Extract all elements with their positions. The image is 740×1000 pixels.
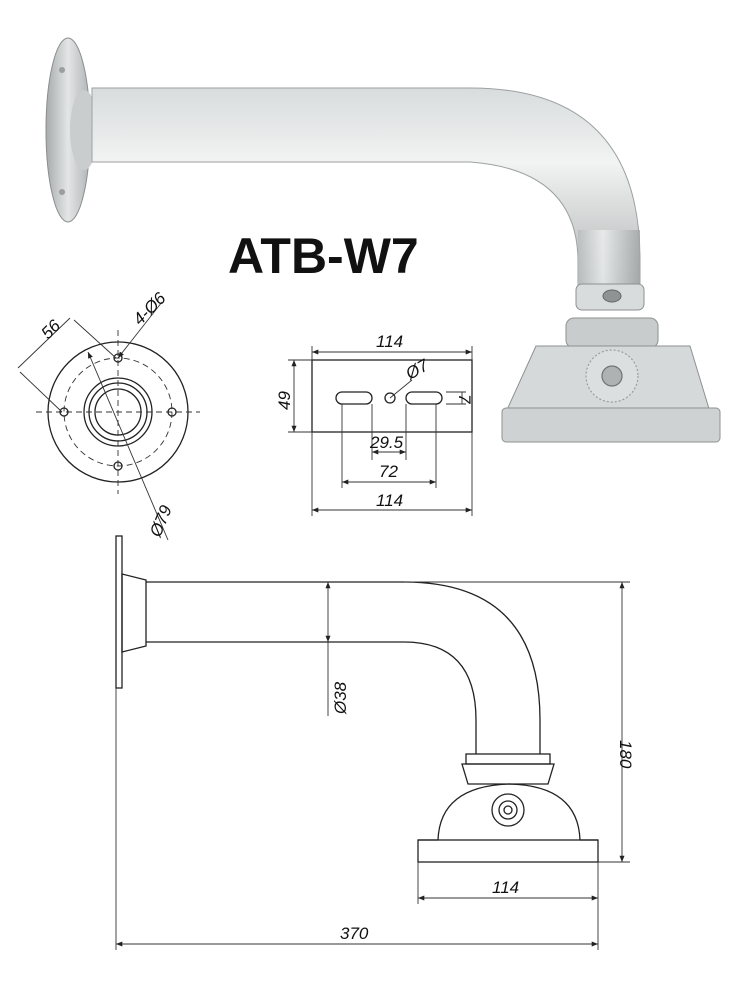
dim-tube-diameter: Ø38 <box>331 681 350 715</box>
plate-collar <box>70 90 98 170</box>
base-view: 114 49 Ø7 7 29.5 72 114 <box>275 332 474 516</box>
dim-flange-diameter: Ø79 <box>146 502 176 540</box>
product-photo <box>45 37 721 443</box>
bolt-hole-bottom <box>113 461 123 471</box>
side-tube-top <box>146 581 541 754</box>
model-title: ATB-W7 <box>228 228 419 284</box>
dim-slot-gap: 29.5 <box>369 433 404 452</box>
side-base <box>417 839 599 863</box>
center-hole <box>384 392 396 404</box>
side-tilt-knob <box>491 793 525 827</box>
mount-base <box>501 407 721 443</box>
slot-right <box>405 391 443 405</box>
dim-base-width-bottom: 114 <box>376 491 403 510</box>
bolt-hole-left <box>59 407 69 417</box>
base-outline <box>311 359 473 433</box>
swivel-neck <box>565 317 659 349</box>
dim-base-width-top: 114 <box>376 332 403 351</box>
collar-screw-icon <box>602 289 622 303</box>
side-plate-collar <box>121 573 147 653</box>
side-collar <box>461 763 555 785</box>
dim-bolt-holes: 4-Ø6 <box>129 288 170 329</box>
dim-hole-spacing: 56 <box>37 316 64 343</box>
tilt-screw-icon <box>601 365 623 387</box>
dim-base-height: 49 <box>275 391 294 410</box>
dim-overall-length: 370 <box>340 924 369 943</box>
side-tilt-screw-icon <box>503 805 513 815</box>
bolt-hole-right <box>167 407 177 417</box>
side-tube-bottom <box>146 641 477 754</box>
side-view: Ø38 180 114 370 <box>115 535 635 950</box>
dim-slot-width: 7 <box>455 394 474 404</box>
dim-overall-height: 180 <box>616 740 635 769</box>
flange-view: 56 4-Ø6 Ø79 <box>17 288 200 540</box>
slot-left <box>335 391 373 405</box>
dim-slot-span: 72 <box>379 462 398 481</box>
side-wall-plate <box>115 535 123 689</box>
side-dome <box>437 783 581 841</box>
dim-side-base-width: 114 <box>492 878 519 897</box>
